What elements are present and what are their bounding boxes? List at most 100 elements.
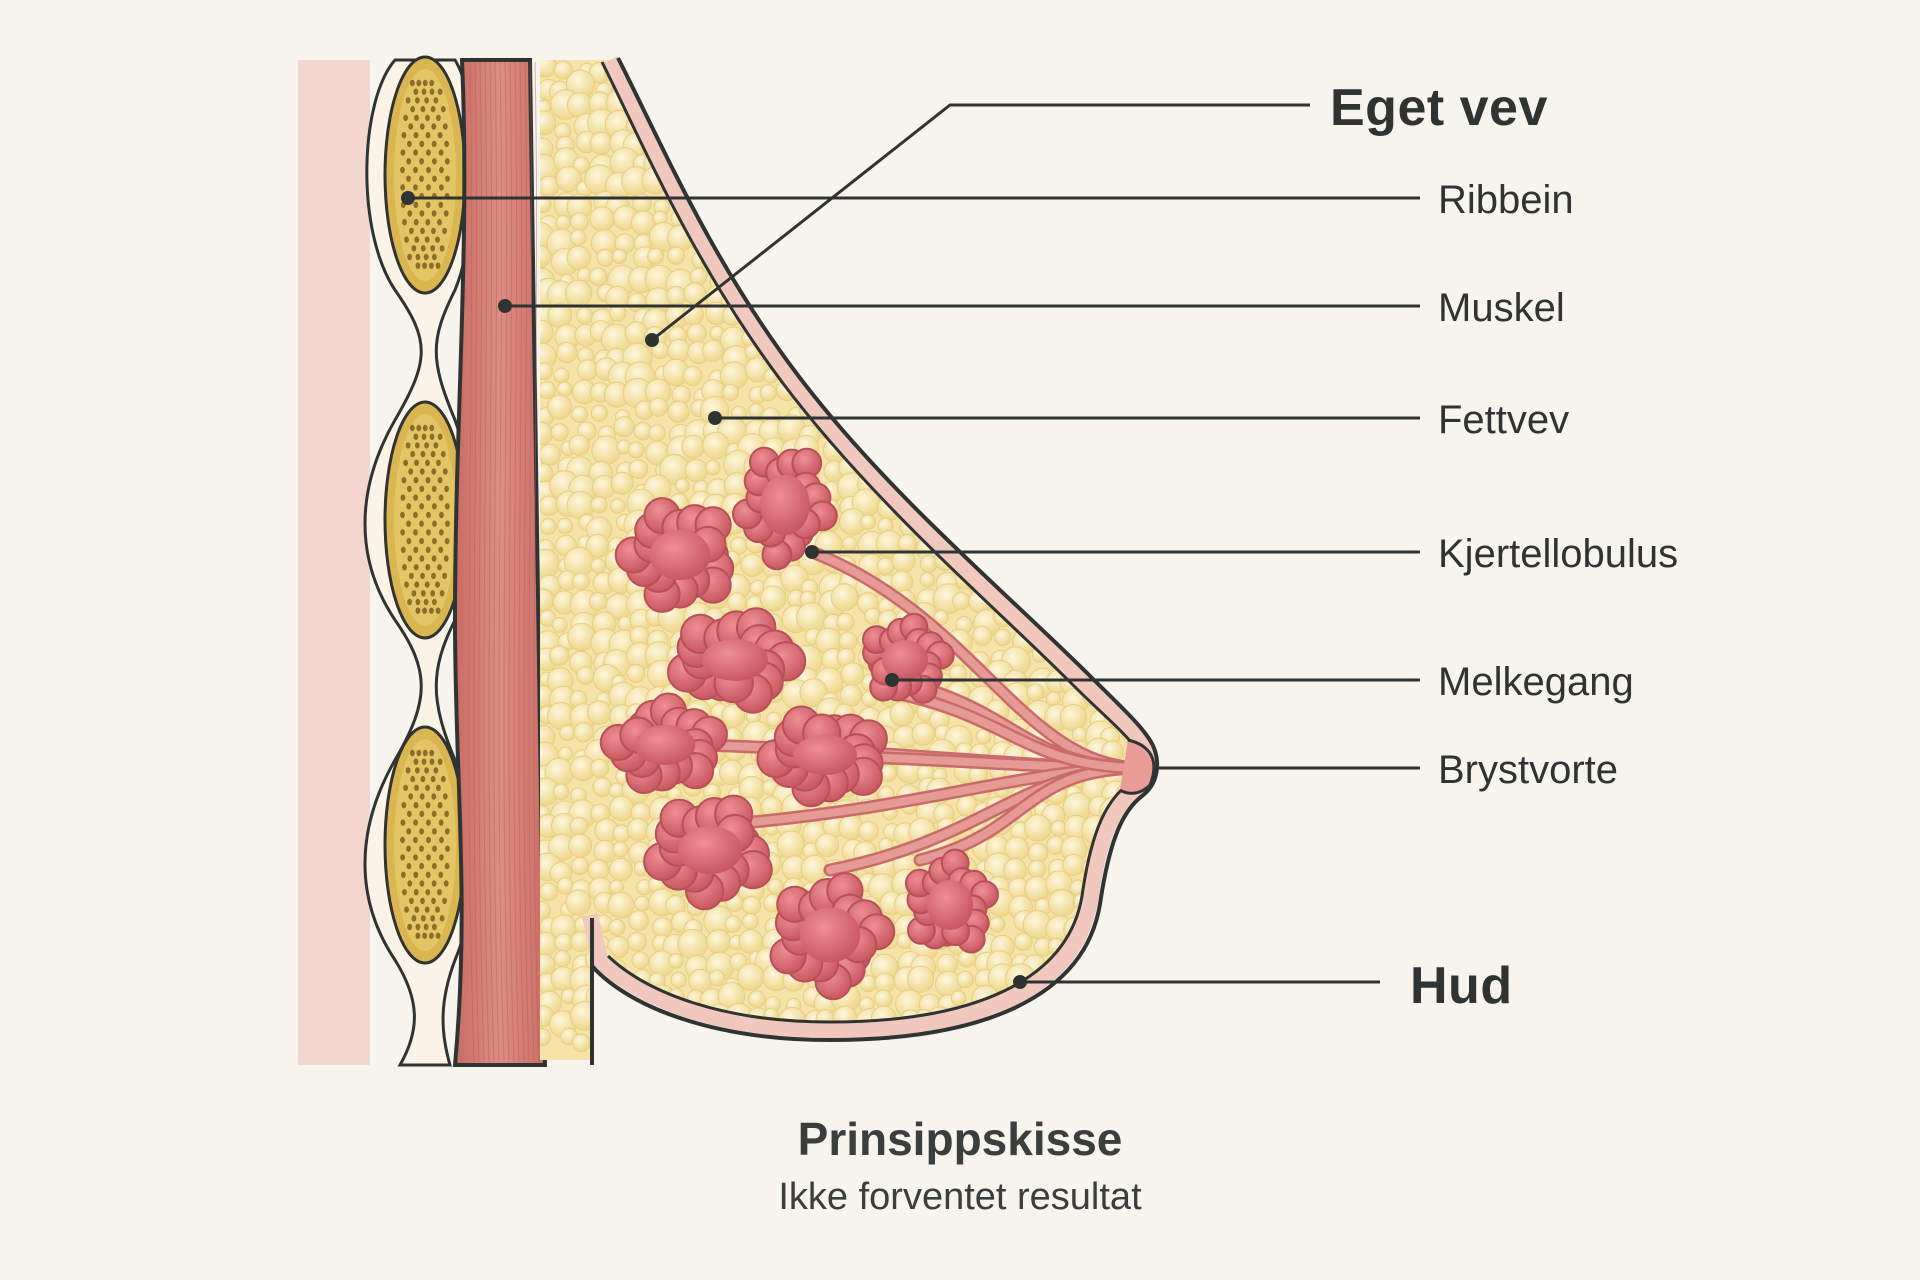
fat-cell <box>1031 480 1053 502</box>
fat-cell <box>1123 854 1145 875</box>
bone-dot <box>419 793 425 800</box>
fat-cell <box>931 214 948 231</box>
bone-dot <box>435 932 441 939</box>
fat-cell <box>1046 310 1063 326</box>
fat-cell <box>1003 208 1027 232</box>
fat-cell <box>1068 167 1095 194</box>
bone-dot <box>409 897 414 905</box>
bone-dot <box>430 450 436 458</box>
fat-cell <box>783 320 811 348</box>
fat-cell <box>952 592 971 611</box>
bone-dot <box>425 459 430 466</box>
fat-cell <box>768 269 784 285</box>
fat-cell <box>632 60 652 76</box>
fat-cell <box>682 115 705 139</box>
fat-cell <box>1081 227 1109 255</box>
fat-cell <box>783 79 801 97</box>
fat-cell <box>792 92 822 122</box>
fat-cell <box>1027 842 1049 864</box>
fat-cell <box>950 205 979 233</box>
fat-cell <box>985 248 1009 272</box>
fat-cell <box>798 332 815 349</box>
bone-dot <box>400 819 406 826</box>
fat-cell <box>647 247 664 265</box>
fat-cell <box>876 420 895 439</box>
muscle-fibers <box>468 61 540 1063</box>
fat-cell <box>1120 191 1142 212</box>
fat-cell <box>674 478 690 494</box>
fat-cell <box>896 191 920 216</box>
dot-own-tissue <box>645 333 659 347</box>
fat-cell <box>1106 155 1127 177</box>
fat-cell <box>687 66 705 84</box>
fat-cell <box>540 1028 552 1046</box>
fat-cell <box>697 1026 727 1056</box>
fat-cell <box>748 990 766 1009</box>
bone-dot <box>430 915 436 922</box>
bone-dot <box>432 845 437 852</box>
muscle-fiber <box>468 61 475 1063</box>
fat-cell <box>1104 75 1132 103</box>
fat-cell <box>554 933 574 953</box>
fat-cell <box>634 1027 651 1044</box>
leader-own-tissue <box>651 103 1310 342</box>
fat-cell <box>1083 119 1105 141</box>
fat-cell <box>1130 458 1147 475</box>
bone-dot <box>430 245 436 252</box>
fat-cell <box>738 210 767 239</box>
fat-cell <box>1119 116 1146 143</box>
bone-dot <box>404 236 409 243</box>
fat-cell <box>590 404 608 422</box>
fat-cell <box>576 666 595 685</box>
fat-cell <box>1124 153 1148 181</box>
fat-cell <box>1039 451 1069 481</box>
fat-cell <box>992 286 1015 308</box>
fat-cell <box>706 929 731 954</box>
fat-cell <box>555 166 582 193</box>
fat-cell <box>742 895 762 916</box>
fat-cell <box>679 92 708 121</box>
fat-cell <box>1077 168 1105 196</box>
fat-cell <box>743 98 763 118</box>
bone-dot <box>426 529 431 536</box>
fat-cell <box>730 217 748 234</box>
fat-cell <box>761 221 791 252</box>
lobule-core <box>678 826 742 874</box>
bone-dot <box>431 555 437 562</box>
muscle-fiber <box>483 61 490 1063</box>
bone-dot <box>413 511 418 519</box>
fat-cell <box>564 279 593 307</box>
fat-cell <box>1120 555 1143 578</box>
fat-cell <box>798 248 825 276</box>
fat-cell <box>667 246 686 265</box>
bone-dot <box>410 105 416 113</box>
fat-cell <box>911 722 936 746</box>
bone-dot <box>410 450 416 458</box>
fat-cell <box>1077 305 1106 334</box>
fat-cell <box>897 236 915 254</box>
bone-dot <box>400 149 406 156</box>
bone-dot <box>413 546 419 553</box>
fat-cell <box>1059 230 1089 261</box>
fat-cell <box>975 255 994 274</box>
fat-cell <box>569 229 587 246</box>
bone-dot <box>401 477 407 484</box>
fat-cell <box>701 339 725 362</box>
fat-cell <box>840 662 865 687</box>
fat-cell <box>571 406 588 423</box>
fat-cell <box>1121 932 1141 952</box>
lobule-core <box>634 725 696 765</box>
fat-cell <box>570 856 590 876</box>
fat-cell <box>1084 286 1107 308</box>
bone-dot <box>415 262 421 269</box>
fat-cell <box>646 1028 672 1054</box>
fat-cell <box>919 572 936 588</box>
fat-cell <box>1081 210 1112 241</box>
bone-dot <box>423 923 429 931</box>
fat-cell <box>1069 383 1085 399</box>
bone-dot <box>420 105 426 113</box>
bone-dot <box>432 537 437 545</box>
rib-inner-1 <box>394 69 456 281</box>
fat-cell <box>992 440 1019 467</box>
chest-wall-skin <box>298 60 370 1065</box>
